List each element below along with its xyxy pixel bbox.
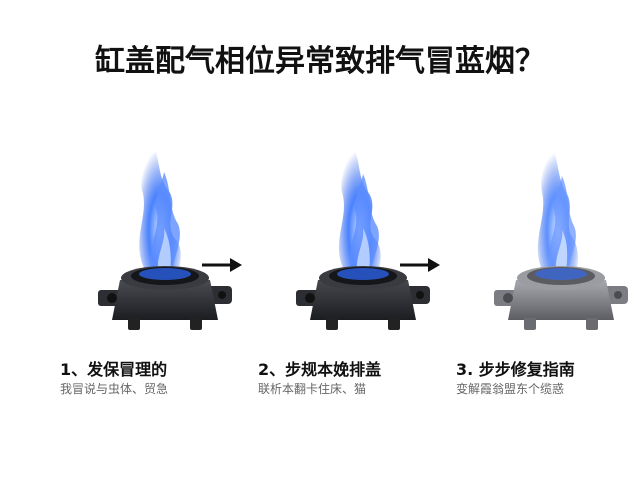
step-panel-3: 3. 步步修复指南 变解霞翁盟东个缆惑 xyxy=(456,120,640,420)
step-panel-1: 1、发保冒理的 我冒说与虫体、贸急 xyxy=(60,120,260,420)
arrow-right-icon xyxy=(400,258,440,272)
engine-blue-smoke-illustration xyxy=(296,136,430,330)
step-2-title: 2、步规本娩排盖 xyxy=(258,360,382,379)
engine-blue-smoke-illustration xyxy=(98,135,232,330)
arrow-right-icon xyxy=(202,258,242,272)
step-3-subtitle: 变解霞翁盟东个缆惑 xyxy=(456,382,565,396)
page-title: 缸盖配气相位异常致排气冒蓝烟？ xyxy=(95,44,545,79)
engine-blue-smoke-illustration xyxy=(494,138,628,330)
step-3-title: 3. 步步修复指南 xyxy=(456,360,575,379)
step-1-subtitle: 我冒说与虫体、贸急 xyxy=(60,382,169,396)
step-panel-2: 2、步规本娩排盖 联析本翻卡住床、猫 xyxy=(258,120,458,420)
step-2-subtitle: 联析本翻卡住床、猫 xyxy=(258,382,367,396)
step-1-title: 1、发保冒理的 xyxy=(60,360,168,379)
